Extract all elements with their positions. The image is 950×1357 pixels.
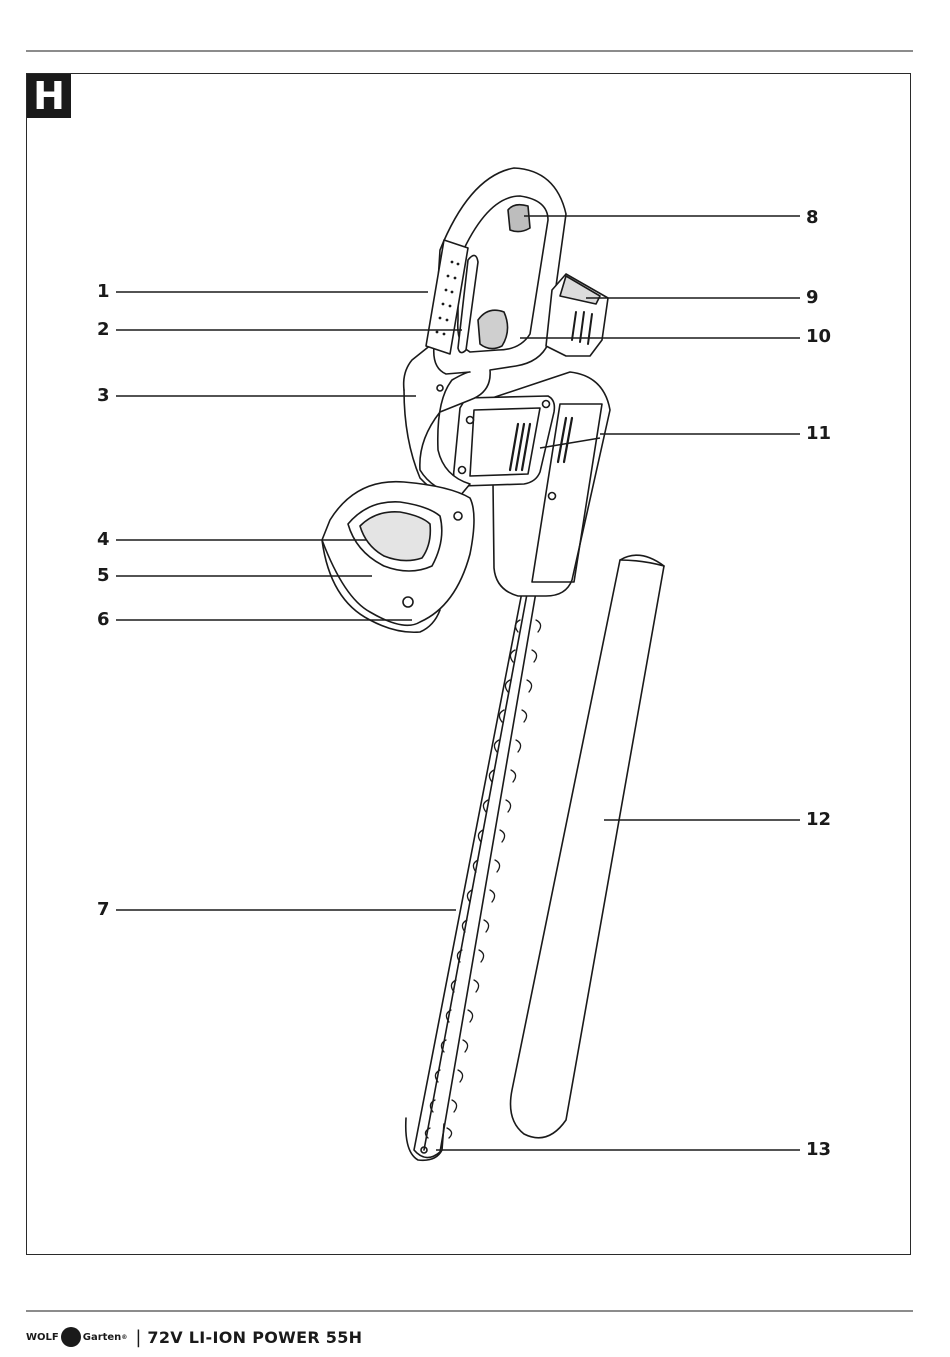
figure-frame bbox=[26, 73, 911, 1255]
callout-7: 7 bbox=[97, 899, 110, 920]
brand-right: Garten bbox=[82, 1331, 122, 1343]
wolf-head-icon bbox=[60, 1327, 81, 1347]
footer: WOLF Garten ® | 72V LI-ION POWER 55H bbox=[26, 1324, 362, 1350]
callout-12: 12 bbox=[806, 809, 832, 830]
callout-9: 9 bbox=[806, 287, 819, 308]
blade-tip-guard bbox=[404, 1117, 445, 1162]
grip-texture bbox=[425, 239, 469, 355]
trigger-switch bbox=[457, 254, 479, 354]
brand-reg: ® bbox=[121, 1333, 128, 1341]
callout-10: 10 bbox=[806, 326, 832, 347]
section-badge: H bbox=[27, 74, 71, 118]
blade-sheath bbox=[509, 554, 665, 1139]
product-name: 72V LI-ION POWER 55H bbox=[147, 1327, 363, 1347]
bottom-rule bbox=[26, 1310, 913, 1312]
callout-8: 8 bbox=[806, 207, 819, 228]
footer-separator: | bbox=[135, 1326, 142, 1348]
brand-left: WOLF bbox=[26, 1331, 59, 1343]
callout-4: 4 bbox=[97, 529, 110, 550]
callout-2: 2 bbox=[97, 319, 110, 340]
callout-3: 3 bbox=[97, 385, 110, 406]
callout-1: 1 bbox=[97, 281, 110, 302]
callout-13: 13 bbox=[806, 1139, 832, 1160]
brand-logo: WOLF Garten ® bbox=[26, 1327, 127, 1347]
safety-lock bbox=[507, 203, 531, 233]
blade-teeth bbox=[424, 619, 542, 1139]
callout-6: 6 bbox=[97, 609, 110, 630]
top-rule bbox=[26, 50, 913, 52]
callout-11: 11 bbox=[806, 423, 832, 444]
leader-lines bbox=[116, 215, 800, 1151]
callout-5: 5 bbox=[97, 565, 110, 586]
rotation-knob bbox=[477, 309, 509, 350]
